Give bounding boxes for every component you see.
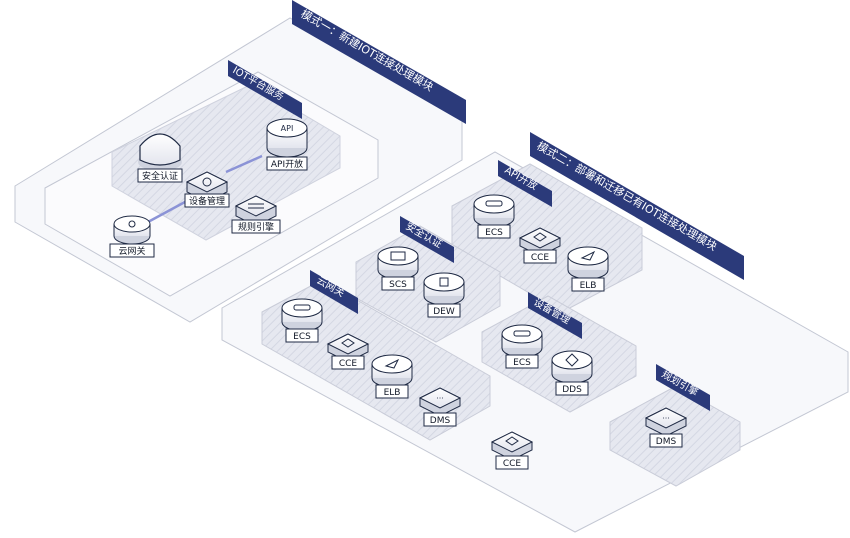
gateway-elb-icon xyxy=(371,354,413,388)
svg-text:设备管理: 设备管理 xyxy=(189,195,225,207)
scs-icon xyxy=(377,246,419,280)
svg-text:ECS: ECS xyxy=(293,332,311,342)
svg-text:CCE: CCE xyxy=(503,459,522,469)
standalone-cce-icon xyxy=(490,431,534,461)
svg-text:···: ··· xyxy=(436,394,444,403)
connector-device-api xyxy=(225,154,263,174)
label-device: 设备管理 xyxy=(184,193,230,208)
svg-text:···: ··· xyxy=(662,414,670,423)
svg-text:API开放: API开放 xyxy=(271,158,303,170)
dds-icon xyxy=(551,350,593,384)
svg-text:CCE: CCE xyxy=(531,253,550,263)
label-dew: DEW xyxy=(427,303,461,318)
svg-text:CCE: CCE xyxy=(339,359,358,369)
cloud-gateway-icon xyxy=(113,215,151,245)
container-icon xyxy=(518,227,562,257)
rules-icon xyxy=(234,195,278,227)
svg-text:ECS: ECS xyxy=(485,228,503,238)
svg-text:ELB: ELB xyxy=(384,388,401,398)
svg-text:ECS: ECS xyxy=(513,358,531,368)
rules-dms-icon: ··· xyxy=(644,407,688,437)
svg-text:云网关: 云网关 xyxy=(118,245,145,257)
shield-icon xyxy=(138,133,182,171)
label-security: 安全认证 xyxy=(137,168,183,183)
svg-text:安全认证: 安全认证 xyxy=(142,170,178,182)
label-gw-elb: ELB xyxy=(375,384,409,399)
label-rules-dms: DMS xyxy=(649,433,683,448)
label-scs: SCS xyxy=(381,276,415,291)
server-icon xyxy=(473,194,515,228)
svg-text:规则引擎: 规则引擎 xyxy=(238,221,274,233)
svg-text:DDS: DDS xyxy=(562,385,582,395)
api-icon: API xyxy=(266,118,308,158)
label-api-cce: CCE xyxy=(523,249,557,264)
svg-text:ELB: ELB xyxy=(580,281,597,291)
label-gw-dms: DMS xyxy=(423,412,457,427)
svg-text:DEW: DEW xyxy=(433,307,455,317)
label-dev-ecs: ECS xyxy=(505,354,539,369)
dew-icon xyxy=(423,272,465,306)
api-glyph: API xyxy=(281,124,294,133)
label-standalone-cce: CCE xyxy=(495,455,529,470)
label-api-ecs: ECS xyxy=(477,224,511,239)
label-api: API开放 xyxy=(266,156,308,171)
svg-text:DMS: DMS xyxy=(656,437,677,447)
load-balancer-icon xyxy=(567,246,609,280)
label-gw-cce: CCE xyxy=(331,355,365,370)
label-gw-ecs: ECS xyxy=(285,328,319,343)
device-server-icon xyxy=(501,324,543,358)
gateway-container-icon xyxy=(326,333,370,363)
svg-text:SCS: SCS xyxy=(389,280,407,290)
label-dds: DDS xyxy=(555,381,589,396)
svg-text:DMS: DMS xyxy=(430,416,451,426)
gateway-server-icon xyxy=(281,298,323,332)
label-gateway: 云网关 xyxy=(109,243,155,258)
label-api-elb: ELB xyxy=(571,277,605,292)
label-rules: 规则引擎 xyxy=(231,219,281,234)
gateway-dms-icon: ··· xyxy=(418,387,462,417)
